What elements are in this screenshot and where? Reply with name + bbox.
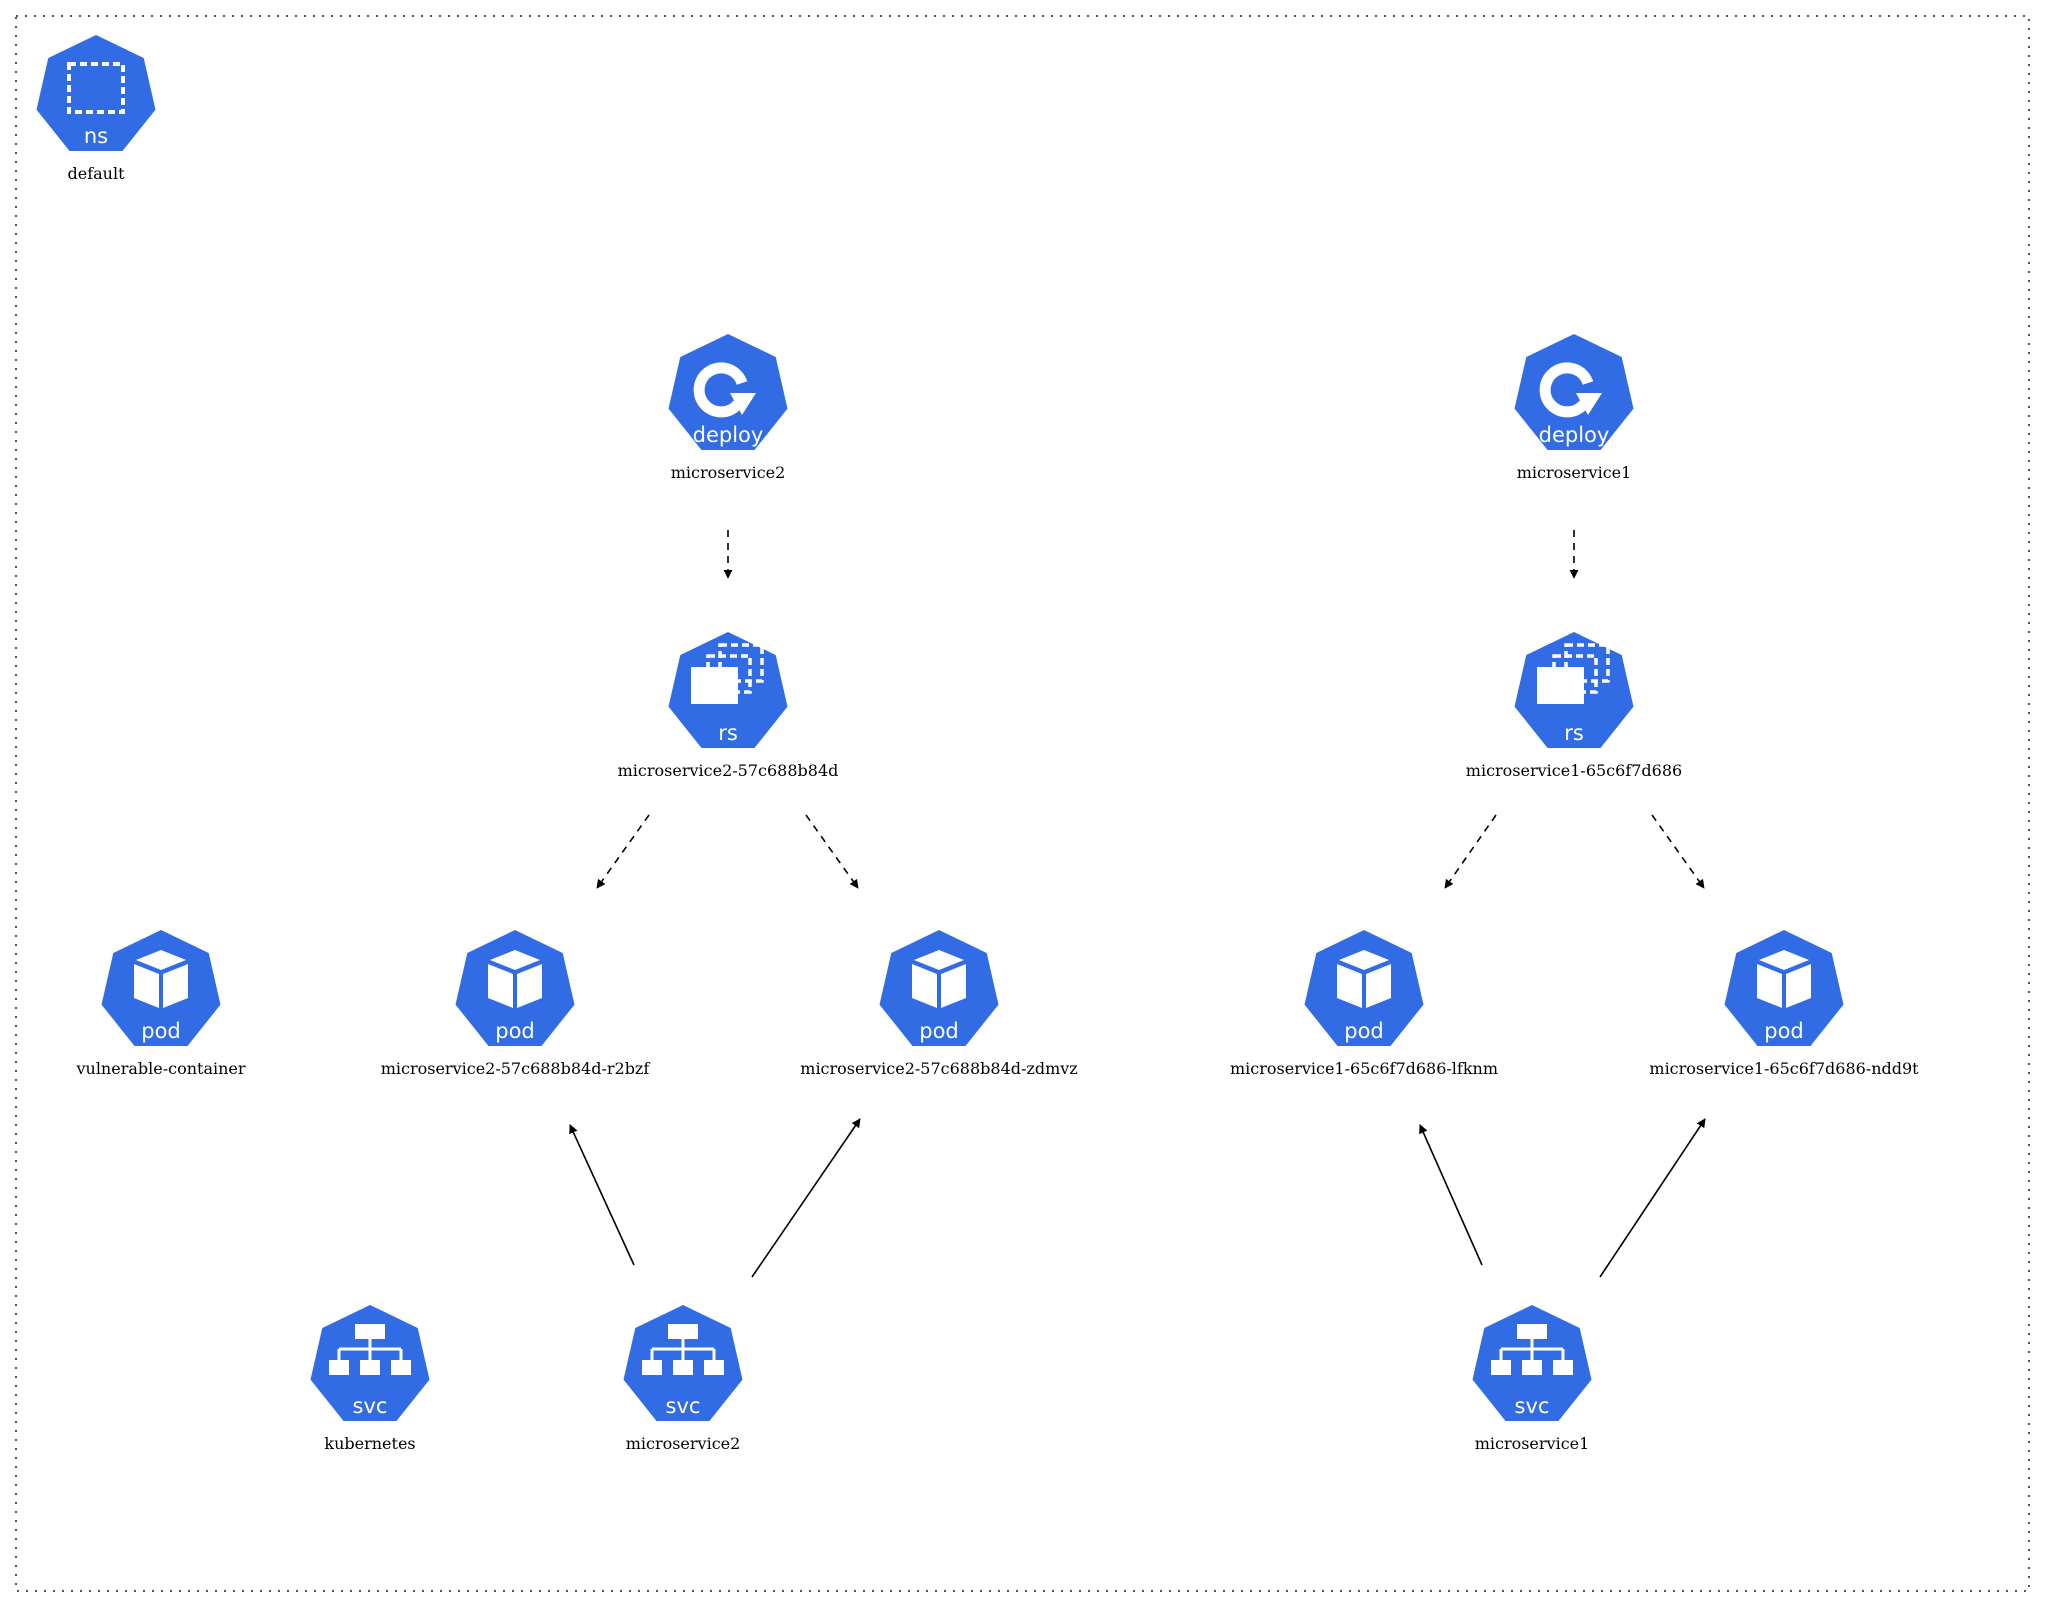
node-kind-label: ns [84, 124, 108, 148]
node-kind-label: pod [1764, 1019, 1804, 1043]
node-label: microservice2-57c688b84d-r2bzf [381, 1059, 651, 1078]
owner-edge-rs-ms2-to-pod-ms2-a [596, 814, 650, 889]
node-rs-ms2[interactable]: rs microservice2-57c688b84d [618, 626, 839, 780]
pod-icon [1718, 924, 1850, 1052]
node-svc-ms1[interactable]: svc microservice1 [1466, 1299, 1598, 1453]
edges [569, 530, 1706, 1278]
node-rs-ms1[interactable]: rs microservice1-65c6f7d686 [1466, 626, 1682, 780]
node-svc-k8s[interactable]: svc kubernetes [304, 1299, 436, 1453]
node-kind-label: rs [718, 721, 738, 745]
node-kind-label: pod [141, 1019, 181, 1043]
node-kind-label: svc [353, 1394, 388, 1418]
nodes: ns default deploy microservice2 deploy micros… [30, 29, 1919, 1453]
node-label: vulnerable-container [75, 1059, 245, 1078]
deployment-icon [1508, 328, 1640, 456]
node-deploy-ms1[interactable]: deploy microservice1 [1508, 328, 1640, 482]
node-label: microservice1-65c6f7d686-ndd9t [1649, 1059, 1919, 1078]
service-icon [304, 1299, 436, 1427]
node-label: default [67, 164, 125, 183]
selector-edge-svc-ms1-to-pod-ms1-a [1419, 1124, 1483, 1266]
selector-edge-svc-ms1-to-pod-ms1-b [1599, 1118, 1706, 1278]
selector-edge-svc-ms2-to-pod-ms2-b [751, 1118, 861, 1278]
replicaset-icon [662, 626, 794, 754]
namespace-node-default[interactable]: ns default [30, 29, 162, 183]
pod-icon [95, 924, 227, 1052]
node-kind-label: svc [1515, 1394, 1550, 1418]
service-icon [617, 1299, 749, 1427]
node-kind-label: pod [919, 1019, 959, 1043]
node-label: microservice1-65c6f7d686 [1466, 761, 1682, 780]
node-pod-ms2-a[interactable]: pod microservice2-57c688b84d-r2bzf [381, 924, 651, 1078]
node-label: microservice2-57c688b84d-zdmvz [800, 1059, 1077, 1078]
node-svc-ms2[interactable]: svc microservice2 [617, 1299, 749, 1453]
replicaset-icon [1508, 626, 1640, 754]
node-label: microservice2 [626, 1434, 741, 1453]
node-label: microservice1 [1475, 1434, 1590, 1453]
selector-edge-svc-ms2-to-pod-ms2-a [569, 1124, 635, 1266]
node-pod-ms1-a[interactable]: pod microservice1-65c6f7d686-lfknm [1230, 924, 1498, 1078]
namespace-icon [30, 29, 162, 157]
pod-icon [1298, 924, 1430, 1052]
pod-icon [449, 924, 581, 1052]
node-pod-ms2-b[interactable]: pod microservice2-57c688b84d-zdmvz [800, 924, 1078, 1078]
owner-edge-rs-ms1-to-pod-ms1-a [1444, 814, 1497, 889]
node-pod-ms1-b[interactable]: pod microservice1-65c6f7d686-ndd9t [1649, 924, 1919, 1078]
service-icon [1466, 1299, 1598, 1427]
node-label: microservice1-65c6f7d686-lfknm [1230, 1059, 1498, 1078]
node-label: microservice2-57c688b84d [618, 761, 839, 780]
namespace-frame [15, 15, 2030, 1592]
node-pod-vuln[interactable]: pod vulnerable-container [75, 924, 246, 1078]
node-kind-label: deploy [1539, 423, 1610, 447]
node-kind-label: svc [666, 1394, 701, 1418]
node-deploy-ms2[interactable]: deploy microservice2 [662, 328, 794, 482]
node-kind-label: deploy [693, 423, 764, 447]
node-kind-label: rs [1564, 721, 1584, 745]
node-label: kubernetes [324, 1434, 415, 1453]
node-kind-label: pod [495, 1019, 535, 1043]
node-label: microservice1 [1517, 463, 1632, 482]
deployment-icon [662, 328, 794, 456]
node-label: microservice2 [671, 463, 786, 482]
owner-edge-rs-ms1-to-pod-ms1-b [1651, 814, 1705, 889]
node-kind-label: pod [1344, 1019, 1384, 1043]
pod-icon [873, 924, 1005, 1052]
owner-edge-rs-ms2-to-pod-ms2-b [805, 814, 859, 889]
